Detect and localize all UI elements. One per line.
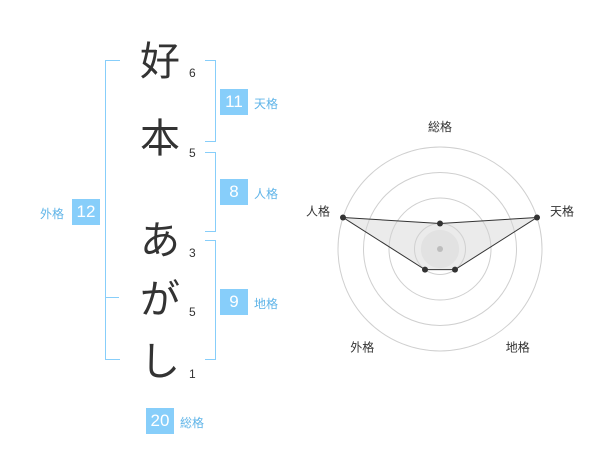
stroke-count-1: 6: [189, 66, 196, 80]
jinkaku-bracket: [205, 152, 216, 232]
radar-ring-2: [388, 197, 492, 301]
radar-point-3: [451, 266, 458, 273]
radar-axis-label-3: 地格: [506, 340, 530, 355]
tenkaku-bracket: [205, 60, 216, 142]
radar-ring-4: [337, 146, 543, 352]
radar-ring-3: [363, 172, 517, 326]
jinkaku-label: 人格: [254, 187, 279, 201]
gaikaku-value: 12: [72, 199, 100, 225]
radar-axis-label-5: 人格: [306, 203, 330, 218]
gaikaku-bracket: [105, 60, 120, 360]
gaikaku-label: 外格: [40, 207, 65, 221]
stroke-count-2: 5: [189, 146, 196, 160]
name-char-1: 好: [140, 39, 180, 85]
radar-axis-label-2: 天格: [550, 203, 574, 218]
stroke-count-3: 3: [189, 246, 196, 260]
name-char-3: あ: [140, 218, 180, 264]
soukaku-label: 総格: [180, 416, 205, 430]
chikaku-bracket: [205, 240, 216, 360]
gaikaku-bracket-divider: [105, 297, 119, 298]
name-char-2: 本: [140, 116, 180, 162]
soukaku-value: 20: [146, 408, 174, 434]
radar-center-dot: [437, 246, 443, 252]
radar-point-5: [339, 214, 346, 221]
chikaku-label: 地格: [254, 297, 279, 311]
jinkaku-value: 8: [220, 179, 248, 205]
chikaku-value: 9: [220, 289, 248, 315]
radar-axis-label-1: 総格: [428, 119, 452, 134]
tenkaku-label: 天格: [254, 97, 279, 111]
name-char-5: し: [140, 339, 180, 385]
radar-point-4: [422, 266, 429, 273]
tenkaku-value: 11: [220, 89, 248, 115]
stroke-count-4: 5: [189, 305, 196, 319]
radar-point-1: [437, 220, 443, 227]
stroke-count-5: 1: [189, 367, 196, 381]
radar-axis-label-4: 外格: [350, 340, 374, 355]
name-char-4: が: [140, 277, 180, 323]
radar-data-polygon: [342, 216, 538, 271]
radar-point-2: [534, 214, 541, 221]
